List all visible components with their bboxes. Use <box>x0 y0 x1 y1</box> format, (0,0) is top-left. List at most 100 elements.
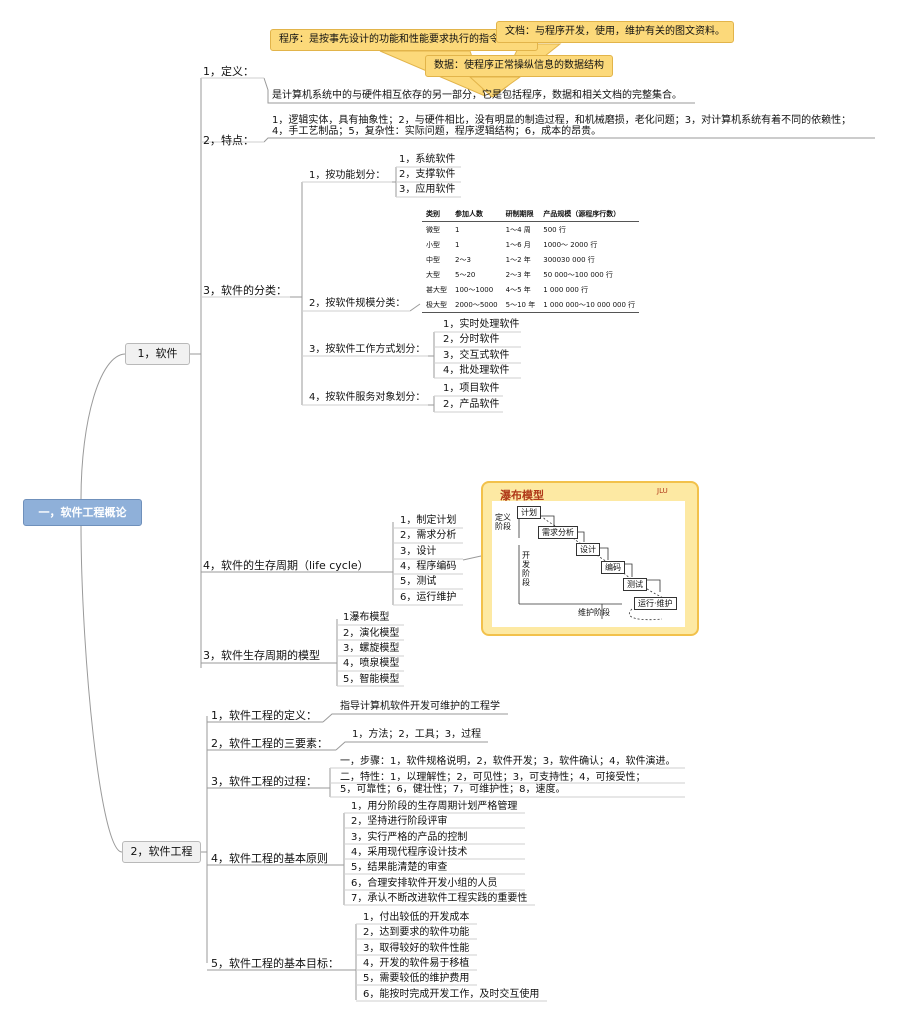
university-badge-icon: JLU <box>657 487 668 495</box>
list-item[interactable]: 6，运行维护 <box>400 592 457 603</box>
list-item[interactable]: 2，需求分析 <box>400 530 457 541</box>
table-cell: 中型 <box>426 255 440 264</box>
table-cell: 1 000 000 行 <box>543 285 589 294</box>
topic-life-cycle[interactable]: 4，软件的生存周期（life cycle） <box>203 559 369 572</box>
table-row: 甚大型 100～1000 4～5 年 1 000 000 行 <box>422 282 639 297</box>
list-item[interactable]: 3，交互式软件 <box>443 350 510 361</box>
list-item[interactable]: 2，支撑软件 <box>399 169 456 180</box>
list-item[interactable]: 4，批处理软件 <box>443 365 510 376</box>
table-row: 小型 1 1～6 月 1000～ 2000 行 <box>422 237 639 252</box>
table-cell: 甚大型 <box>426 285 447 294</box>
list-item[interactable]: 1，项目软件 <box>443 383 500 394</box>
list-item[interactable]: 1，用分阶段的生存周期计划严格管理 <box>351 801 518 812</box>
table-cell: 极大型 <box>426 300 447 309</box>
root-topic[interactable]: 一，软件工程概论 <box>23 499 142 526</box>
topic-by-function[interactable]: 1，按功能划分： <box>309 170 386 181</box>
table-cell: 2～3 <box>455 255 471 264</box>
list-item[interactable]: 3，设计 <box>400 546 437 557</box>
waterfall-step: 运行·维护 <box>634 597 677 610</box>
se-process-features-2[interactable]: 5，可靠性；6，健壮性；7，可维护性；8，速度。 <box>340 784 566 795</box>
table-cell: 微型 <box>426 225 440 234</box>
topic-life-cycle-models[interactable]: 3，软件生存周期的模型 <box>203 649 320 662</box>
waterfall-step: 编码 <box>601 561 625 574</box>
table-cell: 1000～ 2000 行 <box>543 240 598 249</box>
list-item[interactable]: 7，承认不断改进软件工程实践的重要性 <box>351 893 528 904</box>
topic-by-scale[interactable]: 2，按软件规模分类： <box>309 298 406 309</box>
waterfall-title: 瀑布模型 <box>500 489 544 502</box>
topic-se-goals[interactable]: 5，软件工程的基本目标： <box>211 957 339 970</box>
list-item[interactable]: 2，产品软件 <box>443 399 500 410</box>
topic-by-work-mode[interactable]: 3，按软件工作方式划分： <box>309 344 426 355</box>
table-cell: 1～2 年 <box>505 255 531 264</box>
callout-data[interactable]: 数据：使程序正常操纵信息的数据结构 <box>425 55 613 77</box>
table-cell: 1～6 月 <box>505 240 531 249</box>
branch-software-engineering[interactable]: 2，软件工程 <box>122 841 201 863</box>
topic-se-process[interactable]: 3，软件工程的过程： <box>211 775 317 788</box>
waterfall-step: 计划 <box>517 506 541 519</box>
table-header: 参加人数 <box>455 209 483 218</box>
topic-se-three-elements[interactable]: 2，软件工程的三要素： <box>211 737 328 750</box>
phase-develop-label: 开 发 阶 段 <box>522 551 530 587</box>
waterfall-step: 测试 <box>623 578 647 591</box>
list-item[interactable]: 1，制定计划 <box>400 515 457 526</box>
list-item[interactable]: 2，演化模型 <box>343 628 400 639</box>
table-cell: 1 <box>455 225 460 234</box>
topic-features[interactable]: 2，特点： <box>203 134 254 147</box>
list-item[interactable]: 5，结果能清楚的审查 <box>351 862 448 873</box>
se-process-steps[interactable]: 一，步骤：1，软件规格说明，2，软件开发；3，软件确认；4，软件演进。 <box>340 756 676 767</box>
se-process-features-1[interactable]: 二，特性：1，以理解性；2，可见性；3，可支持性；4，可接受性； <box>340 772 646 783</box>
branch-software[interactable]: 1，软件 <box>125 343 190 365</box>
list-item[interactable]: 3，取得较好的软件性能 <box>363 943 470 954</box>
topic-by-service[interactable]: 4，按软件服务对象划分： <box>309 392 426 403</box>
waterfall-step: 需求分析 <box>538 526 578 539</box>
se-definition-text[interactable]: 指导计算机软件开发可维护的工程学 <box>340 701 500 712</box>
list-item[interactable]: 4，开发的软件易于移植 <box>363 958 470 969</box>
table-cell: 2000～5000 <box>455 300 498 309</box>
list-item[interactable]: 2，达到要求的软件功能 <box>363 927 470 938</box>
table-cell: 大型 <box>426 270 440 279</box>
callout-document[interactable]: 文档：与程序开发，使用，维护有关的图文资料。 <box>496 21 734 43</box>
list-item[interactable]: 5，需要较低的维护费用 <box>363 973 470 984</box>
list-item[interactable]: 5，测试 <box>400 576 437 587</box>
table-cell: 100～1000 <box>455 285 494 294</box>
table-cell: 300030 000 行 <box>543 255 595 264</box>
table-cell: 1 <box>455 240 460 249</box>
table-cell: 5～20 <box>455 270 476 279</box>
list-item[interactable]: 4，喷泉模型 <box>343 658 400 669</box>
table-cell: 小型 <box>426 240 440 249</box>
table-header: 类别 <box>426 209 440 218</box>
list-item[interactable]: 1，付出较低的开发成本 <box>363 912 470 923</box>
list-item[interactable]: 5，智能模型 <box>343 674 400 685</box>
list-item[interactable]: 1瀑布模型 <box>343 612 390 623</box>
list-item[interactable]: 4，程序编码 <box>400 561 457 572</box>
list-item[interactable]: 6，合理安排软件开发小组的人员 <box>351 878 498 889</box>
list-item[interactable]: 4，采用现代程序设计技术 <box>351 847 468 858</box>
definition-text[interactable]: 是计算机系统中的与硬件相互依存的另一部分，它是包括程序，数据和相关文档的完整集合… <box>272 90 682 101</box>
table-cell: 1～4 周 <box>505 225 531 234</box>
topic-classification[interactable]: 3，软件的分类： <box>203 284 287 297</box>
topic-definition[interactable]: 1，定义： <box>203 65 254 78</box>
table-cell: 4～5 年 <box>505 285 531 294</box>
topic-se-principles[interactable]: 4，软件工程的基本原则 <box>211 852 328 865</box>
list-item[interactable]: 2，分时软件 <box>443 334 500 345</box>
table-cell: 2～3 年 <box>505 270 531 279</box>
list-item[interactable]: 1，系统软件 <box>399 154 456 165</box>
table-header: 研制期限 <box>505 209 534 218</box>
list-item[interactable]: 3，应用软件 <box>399 184 456 195</box>
features-line-2[interactable]: 4，手工艺制品；5，复杂性：实际问题，程序逻辑结构；6，成本的昂贵。 <box>272 126 602 137</box>
list-item[interactable]: 3，螺旋模型 <box>343 643 400 654</box>
topic-se-definition[interactable]: 1，软件工程的定义： <box>211 709 317 722</box>
list-item[interactable]: 2，坚持进行阶段评审 <box>351 816 448 827</box>
se-three-elements-text[interactable]: 1，方法；2，工具；3，过程 <box>352 729 482 740</box>
list-item[interactable]: 3，实行严格的产品的控制 <box>351 832 468 843</box>
table-row: 中型 2～3 1～2 年 300030 000 行 <box>422 252 639 267</box>
table-cell: 5～10 年 <box>505 300 536 309</box>
features-line-1[interactable]: 1，逻辑实体，具有抽象性；2，与硬件相比，没有明显的制造过程，和机械磨损，老化问… <box>272 115 852 126</box>
waterfall-model-image[interactable]: 瀑布模型 JLU 计划 需求分析 设计 编码 <box>481 481 699 636</box>
list-item[interactable]: 1，实时处理软件 <box>443 319 520 330</box>
list-item[interactable]: 6，能按时完成开发工作，及时交互使用 <box>363 989 540 1000</box>
